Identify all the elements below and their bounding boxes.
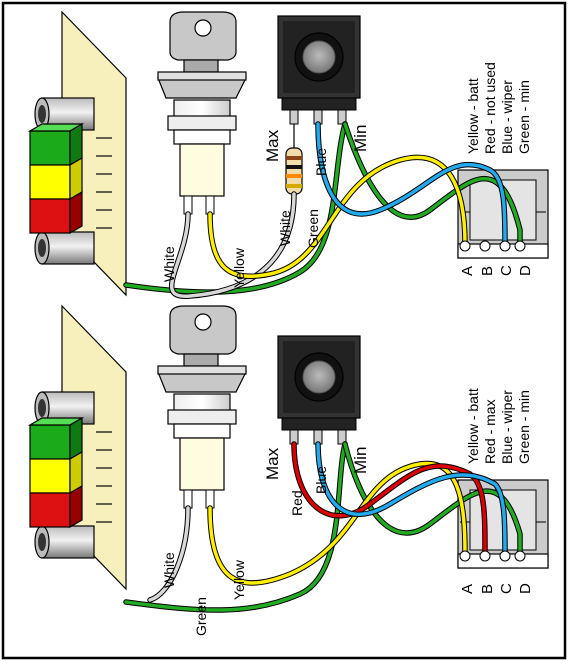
pin-label: C [498, 265, 515, 276]
bottom-connector-terminals [459, 550, 526, 562]
bottom-label-min: Min [351, 447, 370, 474]
top-label-green-pot: Green [305, 209, 321, 248]
bottom-legend-line: Red - max [482, 399, 498, 464]
bottom-label-yellow-key: Yellow [231, 559, 247, 600]
pin-label: C [498, 583, 515, 594]
pin-label: A [459, 266, 476, 276]
bottom-legend-line: Green - min [516, 390, 532, 464]
top-potentiometer [277, 15, 361, 125]
bottom-legend-line: Yellow - batt [465, 388, 481, 464]
pin-label: D [517, 265, 534, 276]
bottom-pin-labels: A B C D [459, 583, 534, 594]
top-panel: Max Min Blue White Green White Yellow Ye… [29, 11, 549, 299]
top-pin-labels: A B C D [459, 265, 534, 276]
bottom-potentiometer [277, 335, 361, 445]
bottom-label-red: Red [289, 490, 305, 516]
top-legend-line: Red - not used [482, 62, 498, 154]
bottom-label-green-board: Green [193, 597, 209, 636]
top-label-blue: Blue [313, 148, 329, 176]
top-legend-line: Blue - wiper [499, 80, 515, 154]
top-label-yellow-key: Yellow [231, 247, 247, 288]
top-legend: Yellow - batt Red - not used Blue - wipe… [465, 62, 532, 154]
top-legend-line: Yellow - batt [465, 78, 481, 154]
top-legend-line: Green - min [516, 80, 532, 154]
top-label-max: Max [263, 129, 282, 162]
bottom-wires [123, 441, 523, 613]
bottom-label-white-key: White [161, 552, 177, 588]
top-resistor [285, 124, 303, 195]
top-label-min: Min [351, 125, 370, 152]
top-wires [123, 121, 523, 299]
pin-label: B [479, 266, 496, 276]
bottom-label-max: Max [263, 447, 282, 480]
bottom-panel: Max Min Blue Red White Green Yellow Yell… [29, 305, 549, 636]
bottom-legend: Yellow - batt Red - max Blue - wiper Gre… [465, 388, 532, 464]
bottom-label-blue: Blue [313, 466, 329, 494]
pin-label: B [479, 584, 496, 594]
pin-label: A [459, 584, 476, 594]
top-connector-terminals [459, 240, 526, 252]
top-label-white-key: White [161, 246, 177, 282]
bottom-legend-line: Blue - wiper [499, 390, 515, 464]
pin-label: D [517, 583, 534, 594]
top-label-white-res: White [277, 210, 293, 246]
